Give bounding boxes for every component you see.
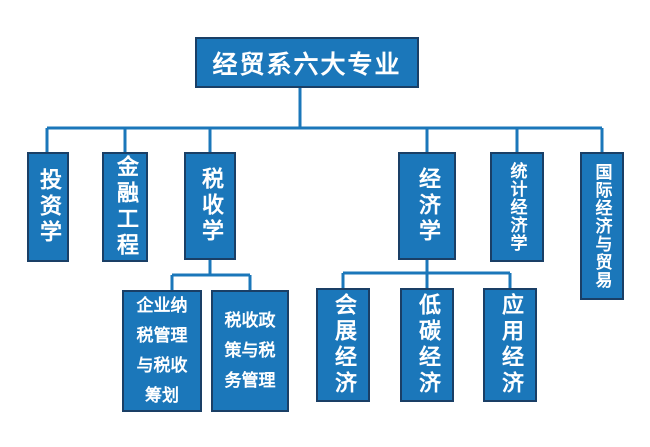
sub-exhibition-economy: 会展经济 bbox=[316, 288, 370, 402]
major-statistical-economics: 统计经济学 bbox=[490, 152, 544, 262]
major-international-trade: 国际经济与贸易 bbox=[580, 152, 624, 300]
major-economics: 经济学 bbox=[398, 152, 456, 260]
sub-tax-planning: 企业纳税管理与税收筹划 bbox=[122, 290, 202, 412]
major-taxation: 税收学 bbox=[184, 152, 236, 260]
major-financial-engineering: 金融工程 bbox=[102, 152, 148, 262]
sub-low-carbon-economy: 低碳经济 bbox=[400, 288, 454, 402]
root-node: 经贸系六大专业 bbox=[195, 37, 419, 88]
sub-applied-economics: 应用经济 bbox=[483, 288, 537, 402]
sub-tax-policy: 税收政策与税务管理 bbox=[211, 290, 289, 412]
major-investment: 投资学 bbox=[27, 152, 69, 262]
